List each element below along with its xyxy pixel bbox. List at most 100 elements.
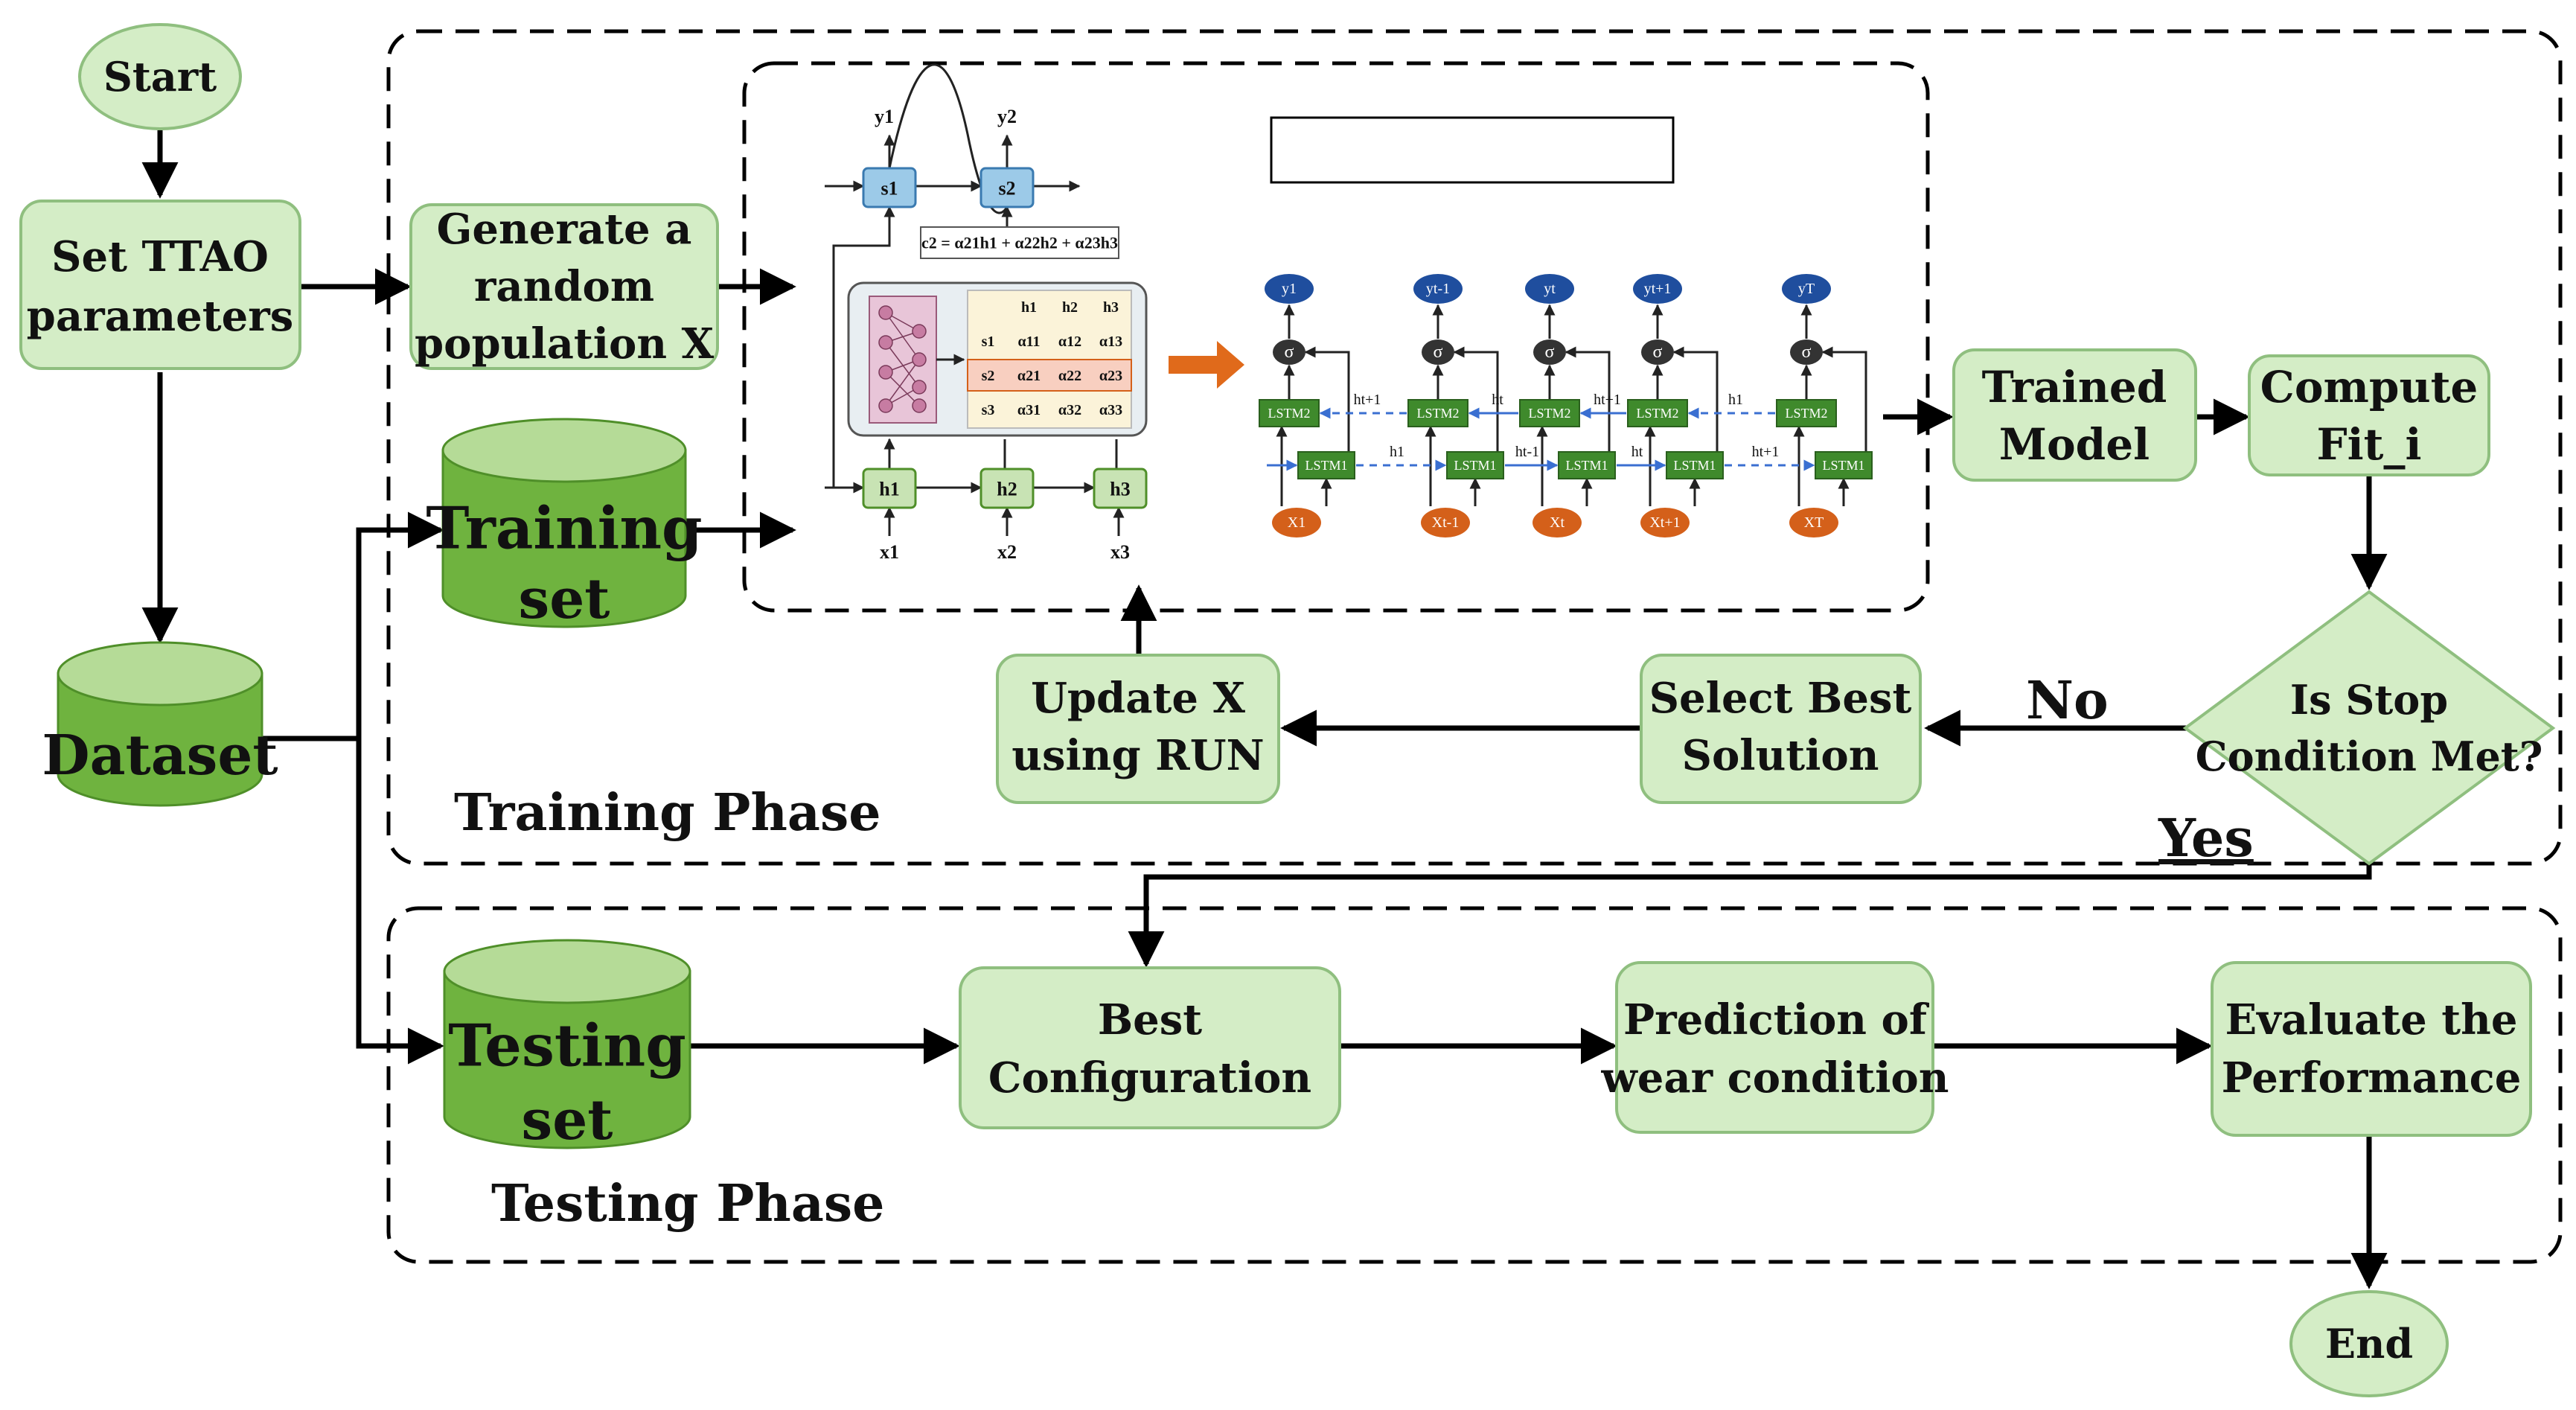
start-label: Start: [103, 53, 217, 101]
am-bilstm-region: [742, 61, 1930, 613]
select-best-node[interactable]: [1640, 654, 1922, 804]
trained-model-node[interactable]: [1952, 348, 2197, 482]
training-set-cylinder[interactable]: [441, 418, 687, 628]
att-x2: x2: [997, 541, 1017, 563]
lstm2-label: LSTM2: [1636, 406, 1678, 421]
select-best-line1: Select Best: [1649, 674, 1912, 723]
generate-population-node[interactable]: [409, 203, 719, 370]
output-y-node: [1525, 274, 1574, 304]
lstm2-label: LSTM2: [1528, 406, 1570, 421]
output-y-label: yt+1: [1644, 281, 1672, 297]
lstm2-cell: [1407, 399, 1468, 427]
input-x-node: [1789, 508, 1838, 537]
sigma-node: [1422, 339, 1454, 365]
attention-diagram: s1 s2 y1 y2 c2 = α21h1 + α22h2 + α23h3 h…: [825, 63, 1148, 563]
compute-fit-line2: Fit_i: [2316, 419, 2421, 470]
stop-condition-line1: Is Stop: [2290, 676, 2448, 724]
evaluate-node[interactable]: [2211, 961, 2532, 1137]
h-top-label: ht+1: [1594, 392, 1621, 408]
update-x-node[interactable]: [996, 654, 1280, 804]
lstm1-cell: [1815, 451, 1873, 479]
h-bottom-label: h1: [1390, 444, 1404, 460]
att-s1: s1: [880, 178, 898, 200]
lstm2-cell: [1627, 399, 1688, 427]
lstm1-label: LSTM1: [1822, 458, 1864, 473]
select-best-line2: Solution: [1682, 731, 1879, 780]
testing-set-line1: Testing: [448, 1012, 686, 1080]
input-x-label: XT: [1804, 514, 1824, 531]
yes-label: Yes: [2158, 807, 2254, 869]
stop-condition-decision[interactable]: [2182, 590, 2556, 866]
att-h1: h1: [879, 479, 899, 500]
prediction-line1: Prediction of: [1623, 995, 1930, 1044]
lstm1-label: LSTM1: [1305, 458, 1347, 473]
best-config-line2: Configuration: [988, 1053, 1311, 1103]
gen-pop-line2: random: [474, 262, 654, 311]
stop-condition-line2: Condition Met?: [2196, 733, 2543, 780]
testing-set-cylinder[interactable]: [443, 939, 691, 1149]
orange-arrow: [1169, 341, 1244, 389]
att-matrix-header: h1: [1021, 299, 1037, 316]
training-set-line1: Training: [426, 495, 702, 563]
set-params-node[interactable]: [19, 200, 301, 370]
testing-phase-region: [386, 906, 2563, 1264]
output-y-label: yt: [1544, 281, 1556, 297]
att-s2: s2: [998, 178, 1015, 200]
lstm1-cell: [1666, 451, 1724, 479]
dataset-label: Dataset: [42, 724, 278, 788]
best-config-node[interactable]: [959, 966, 1341, 1129]
lstm1-cell: [1297, 451, 1355, 479]
att-matrix-header: h2: [1062, 299, 1078, 316]
prediction-line2: wear condition: [1601, 1053, 1949, 1103]
input-x-label: Xt+1: [1649, 514, 1680, 531]
sigma-label: σ: [1285, 342, 1294, 362]
compute-fit-node[interactable]: [2248, 354, 2490, 476]
att-matrix-header: h3: [1103, 299, 1119, 316]
att-matrix-cell: α12: [1058, 334, 1081, 350]
att-x1: x1: [880, 541, 899, 563]
lstm2-cell: [1259, 399, 1320, 427]
no-label: No: [2026, 669, 2109, 731]
lstm1-cell: [1558, 451, 1616, 479]
testing-phase-label: Testing Phase: [491, 1174, 884, 1234]
att-matrix-cell: α21: [1017, 368, 1041, 384]
bilstm-diagram: y1σLSTM2LSTM1X1yt-1σLSTM2LSTM1Xt-1ytσLST…: [1259, 274, 1873, 537]
output-y-node: [1413, 274, 1463, 304]
h-bottom-label: ht+1: [1752, 444, 1780, 460]
output-y-label: yT: [1798, 281, 1815, 297]
trained-model-line2: Model: [1999, 419, 2150, 470]
lstm2-cell: [1519, 399, 1580, 427]
start-node[interactable]: [78, 23, 242, 130]
sigma-label: σ: [1434, 342, 1443, 362]
sigma-label: σ: [1653, 342, 1663, 362]
h-bottom-label: ht-1: [1515, 444, 1539, 460]
output-y-node: [1633, 274, 1682, 304]
att-matrix-cell: s2: [982, 368, 995, 384]
att-matrix-cell: s3: [982, 402, 995, 418]
lstm1-cell: [1446, 451, 1504, 479]
output-y-label: y1: [1282, 281, 1297, 297]
end-node[interactable]: [2289, 1290, 2449, 1397]
prediction-node[interactable]: [1615, 961, 1934, 1134]
set-params-line2: parameters: [27, 292, 294, 341]
dataset-cylinder[interactable]: [57, 641, 263, 807]
att-matrix-cell: α32: [1058, 402, 1081, 418]
att-h2: h2: [997, 479, 1017, 500]
update-x-line1: Update X: [1031, 674, 1245, 723]
att-y1: y1: [875, 106, 894, 127]
att-matrix-cell: α31: [1017, 402, 1041, 418]
lstm1-label: LSTM1: [1673, 458, 1716, 473]
lstm2-label: LSTM2: [1416, 406, 1459, 421]
sigma-node: [1641, 339, 1674, 365]
lstm2-label: LSTM2: [1785, 406, 1827, 421]
output-y-node: [1265, 274, 1314, 304]
gen-pop-line3: population X: [415, 319, 715, 369]
att-matrix-cell: α13: [1099, 334, 1122, 350]
sigma-node: [1790, 339, 1823, 365]
att-x3: x3: [1110, 541, 1130, 563]
input-x-label: Xt-1: [1432, 514, 1460, 531]
evaluate-line1: Evaluate the: [2225, 995, 2518, 1044]
sigma-node: [1533, 339, 1566, 365]
